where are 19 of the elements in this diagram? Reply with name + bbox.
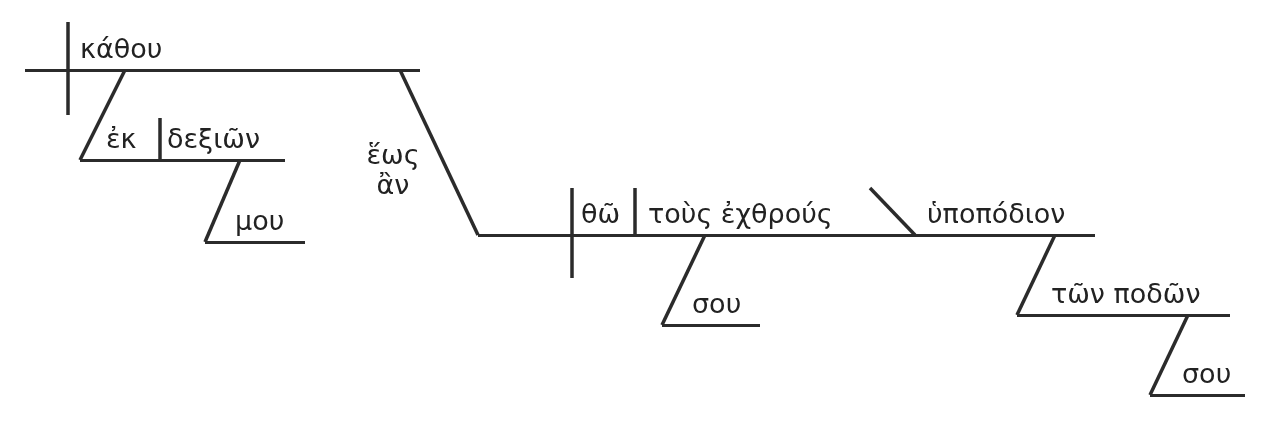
greek-word: τοὺς ἐχθρούς: [648, 197, 833, 229]
slanted-connector: [660, 234, 707, 326]
empty-subject-line: [478, 233, 572, 237]
greek-word: σου: [1182, 357, 1232, 389]
greek-word: δεξιῶν: [167, 122, 260, 154]
greek-word: μου: [235, 204, 285, 236]
greek-word: τῶν ποδῶν: [1051, 277, 1201, 309]
slanted-connector: [78, 69, 127, 161]
empty-subject-line: [25, 68, 68, 72]
greek-word: σου: [692, 287, 742, 319]
greek-word: ἐκ: [106, 122, 137, 154]
edge-label: ἕως ἂν: [365, 140, 421, 200]
slanted-connector: [1148, 314, 1190, 396]
slanted-connector: [398, 69, 480, 236]
slanted-connector: [203, 159, 242, 243]
slanted-connector: [1015, 234, 1057, 316]
greek-word: θῶ: [581, 197, 621, 229]
greek-word: κάθου: [80, 32, 163, 64]
greek-word: ὑποπόδιον: [927, 197, 1066, 229]
